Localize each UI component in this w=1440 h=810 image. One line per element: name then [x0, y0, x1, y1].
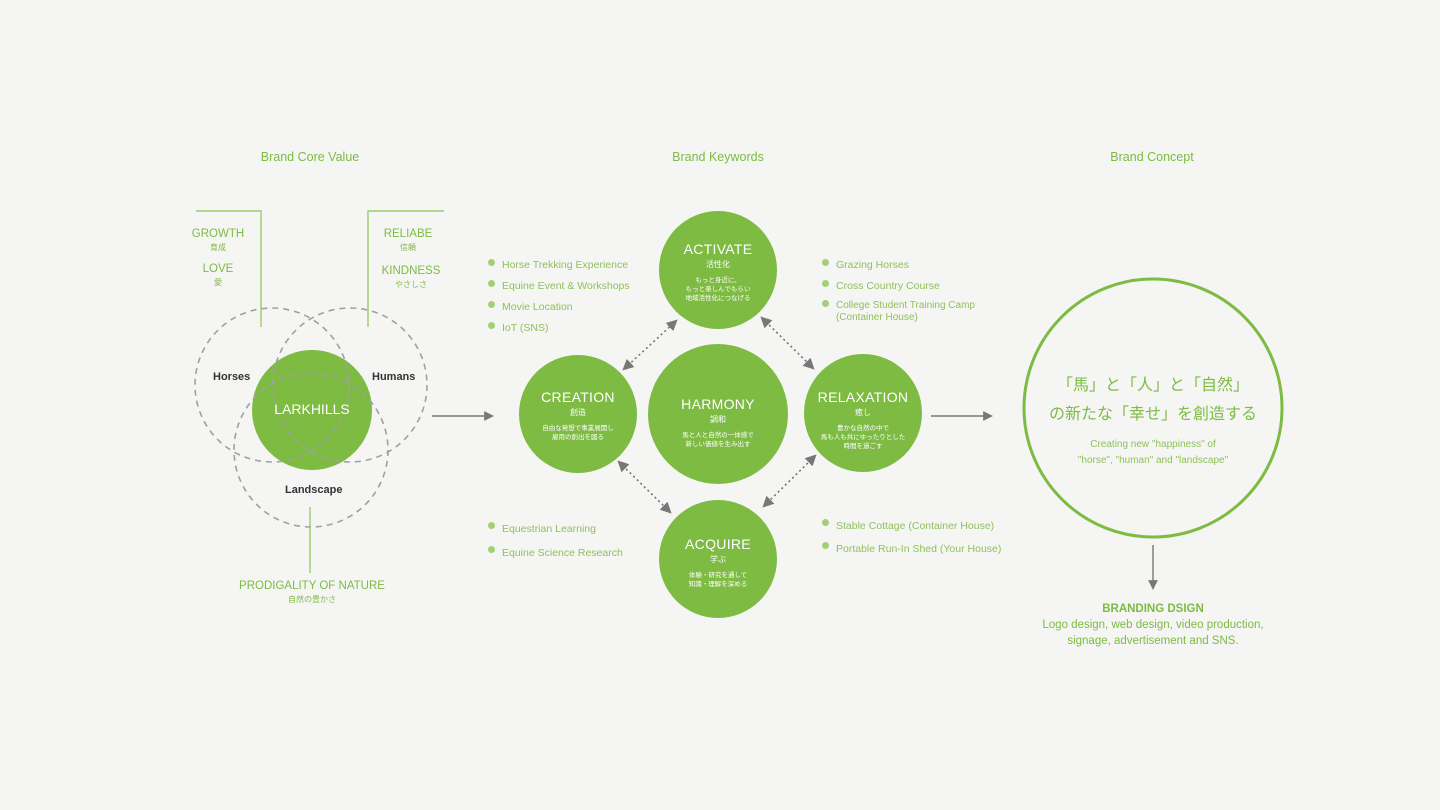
venn-horses-circle: [194, 307, 350, 463]
venn-center-label: LARKHILLS: [274, 401, 350, 417]
value-growth: GROWTH 育成: [191, 228, 245, 252]
header-concept: Brand Concept: [1110, 150, 1194, 164]
venn-label-humans: Humans: [372, 371, 416, 383]
keyword-harmony: HARMONY 調和 馬と人と自然の一体感で 新しい価値を生み出す: [648, 344, 788, 484]
list-item: Portable Run-In Shed (Your House): [822, 538, 1001, 561]
keyword-acquire: ACQUIRE 学ぶ 体験・研究を通して 知識・理解を深める: [659, 500, 777, 618]
list-item: Equine Science Research: [488, 542, 623, 566]
concept-jp-line1: 「馬」と「人」と「自然」: [1056, 377, 1249, 394]
value-nature: PRODIGALITY OF NATURE 自然の豊かさ: [239, 580, 385, 604]
branding-block: BRANDING DSIGN Logo design, web design, …: [1013, 602, 1293, 649]
list-bottom-left: Equestrian Learning Equine Science Resea…: [488, 518, 623, 565]
header-keywords: Brand Keywords: [672, 150, 764, 164]
concept-en-line1: Creating new "happiness" of: [1090, 439, 1216, 450]
arrow-creation-activate: [622, 319, 678, 371]
concept-jp-line2: の新たな「幸せ」を創造する: [1048, 406, 1257, 423]
keyword-relaxation: RELAXATION 癒し 豊かな自然の中で 馬も人も共にゆったりとした 時間を…: [804, 354, 922, 472]
list-item: Equestrian Learning: [488, 518, 623, 542]
arrow-activate-relaxation: [760, 316, 815, 370]
list-bottom-right: Stable Cottage (Container House) Portabl…: [822, 515, 1001, 561]
list-top-left: Horse Trekking Experience Equine Event &…: [488, 255, 630, 339]
venn-landscape-circle: [233, 372, 389, 528]
larkhills-circle: [252, 350, 372, 470]
branding-line2: signage, advertisement and SNS.: [1067, 635, 1239, 647]
concept-circle: [1022, 277, 1284, 539]
list-item: Grazing Horses: [822, 255, 975, 276]
list-item: Stable Cottage (Container House): [822, 515, 1001, 538]
value-love: LOVE 愛: [202, 263, 234, 287]
list-item: Movie Location: [488, 297, 630, 318]
list-item: Horse Trekking Experience: [488, 255, 630, 276]
value-kindness: KINDNESS やさしさ: [381, 265, 441, 289]
list-item: Cross Country Course: [822, 276, 975, 297]
value-reliabe: RELIABE 信頼: [383, 228, 433, 252]
arrow-relaxation-acquire: [762, 454, 817, 508]
list-item: IoT (SNS): [488, 318, 630, 339]
venn-label-landscape: Landscape: [285, 484, 343, 496]
keyword-activate: ACTIVATE 活性化 もっと身近に、 もっと楽しんでもらい 地域活性化につな…: [659, 211, 777, 329]
list-top-right: Grazing Horses Cross Country Course Coll…: [822, 255, 975, 323]
concept-en-line2: "horse", "human" and "landscape": [1077, 455, 1229, 466]
branding-title: BRANDING DSIGN: [1102, 603, 1204, 615]
venn-label-horses: Horses: [213, 371, 251, 383]
arrow-creation-acquire: [617, 460, 672, 514]
concept-text: 「馬」と「人」と「自然」 の新たな「幸せ」を創造する Creating new …: [1026, 371, 1280, 469]
header-core-value: Brand Core Value: [260, 150, 360, 164]
list-item: Equine Event & Workshops: [488, 276, 630, 297]
venn-humans-circle: [272, 307, 428, 463]
branding-line1: Logo design, web design, video productio…: [1042, 619, 1264, 631]
keyword-creation: CREATION 創造 自由な発想で事業展開し 雇用の創出を図る: [519, 355, 637, 473]
list-item: College Student Training Camp (Container…: [822, 296, 975, 323]
bracket-right: [367, 210, 444, 327]
bracket-left: [196, 210, 262, 327]
